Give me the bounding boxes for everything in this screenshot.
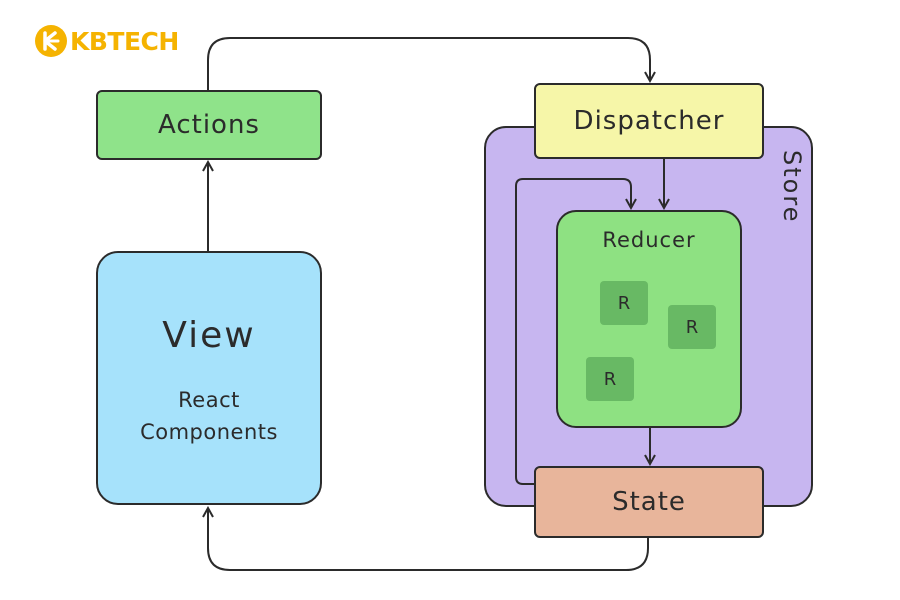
edge-actions-to-dispatcher <box>207 37 650 90</box>
state-label: State <box>612 487 686 517</box>
reducer-chip: R <box>600 281 648 325</box>
view-subtitle: React Components <box>140 384 278 448</box>
reducer-label: Reducer <box>602 228 696 252</box>
actions-label: Actions <box>158 110 260 140</box>
reducer-chip: R <box>668 305 716 349</box>
view-subtitle-line-2: Components <box>140 420 278 444</box>
dispatcher-node: Dispatcher <box>534 83 764 159</box>
actions-node: Actions <box>96 90 322 160</box>
kbtech-logo-icon <box>35 25 67 57</box>
view-node: View React Components <box>96 251 322 505</box>
state-node: State <box>534 466 764 538</box>
dispatcher-label: Dispatcher <box>573 106 725 136</box>
edge-state-to-view <box>208 508 649 571</box>
logo-text: KBTECH <box>70 26 179 56</box>
store-label: Store <box>778 150 806 224</box>
view-title: View <box>162 315 256 356</box>
edge-state-to-reducer <box>515 178 631 485</box>
reducer-chip: R <box>586 357 634 401</box>
view-subtitle-line-1: React <box>178 388 240 412</box>
kbtech-logo: KBTECH <box>34 22 179 60</box>
